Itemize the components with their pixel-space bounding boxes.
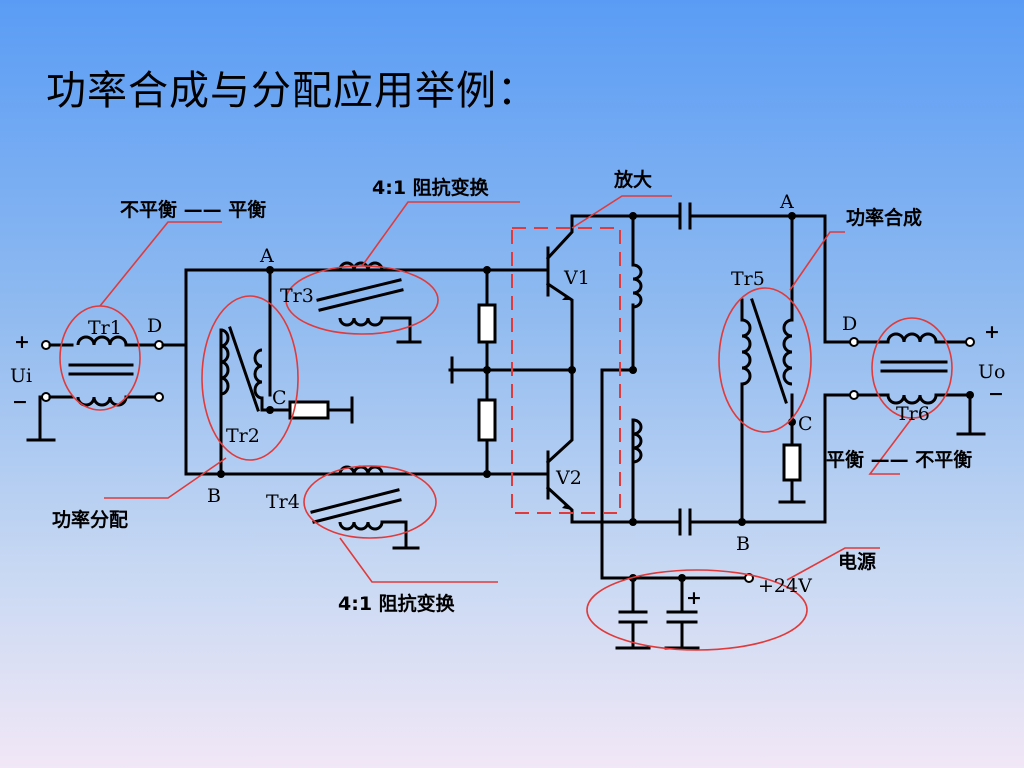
label-vcc: +24V — [758, 575, 812, 597]
power-supply — [600, 573, 754, 650]
output-minus: − — [988, 383, 1004, 405]
cap-plus: + — [686, 587, 702, 609]
note-amplify: 放大 — [613, 168, 652, 191]
label-tr6: Tr6 — [896, 403, 930, 425]
node-c-left: C — [272, 387, 287, 409]
node-b-right: B — [736, 533, 750, 555]
slide-title: 功率合成与分配应用举例： — [46, 68, 538, 114]
node-c-right: C — [798, 413, 813, 435]
note-power-supply: 电源 — [838, 550, 876, 573]
label-uo: Uo — [978, 361, 1005, 383]
input-plus: + — [14, 331, 30, 353]
output-choke — [600, 212, 643, 580]
annotation-marks — [59, 195, 953, 651]
transformer-tr5 — [738, 212, 806, 526]
transistor-v1 — [488, 214, 682, 372]
transformer-tr6 — [856, 332, 986, 436]
transformer-tr4 — [310, 465, 420, 550]
transformer-tr1 — [68, 335, 164, 407]
label-tr4: Tr4 — [266, 491, 300, 513]
transformer-tr3 — [316, 261, 422, 344]
label-v2: V2 — [555, 467, 582, 489]
node-d-right: D — [842, 313, 857, 335]
label-tr3: Tr3 — [280, 285, 314, 307]
bias-network — [448, 266, 574, 478]
node-a-left: A — [259, 245, 274, 267]
note-power-combine: 功率合成 — [846, 206, 922, 229]
note-power-divide: 功率分配 — [52, 508, 128, 531]
label-tr1: Tr1 — [88, 317, 122, 339]
node-a-right: A — [779, 191, 794, 213]
note-unbalanced-to-balanced: 不平衡 —— 平衡 — [120, 198, 266, 221]
output-plus: + — [984, 321, 1000, 343]
label-v1: V1 — [563, 267, 590, 289]
node-d-left: D — [147, 315, 162, 337]
input-terminals — [26, 340, 74, 442]
note-balanced-to-unbalanced: 平衡 —— 不平衡 — [826, 448, 972, 471]
coupling-capacitors — [678, 202, 827, 536]
note-impedance-top: 4:1 阻抗变换 — [372, 176, 490, 199]
node-b-left: B — [207, 485, 221, 507]
label-tr2: Tr2 — [226, 425, 260, 447]
transistor-v2 — [488, 368, 682, 524]
note-impedance-bottom: 4:1 阻抗变换 — [338, 592, 456, 615]
label-ui: Ui — [10, 365, 32, 387]
input-minus: − — [12, 391, 28, 413]
transformer-tr2 — [219, 326, 354, 476]
label-tr5: Tr5 — [731, 268, 765, 290]
